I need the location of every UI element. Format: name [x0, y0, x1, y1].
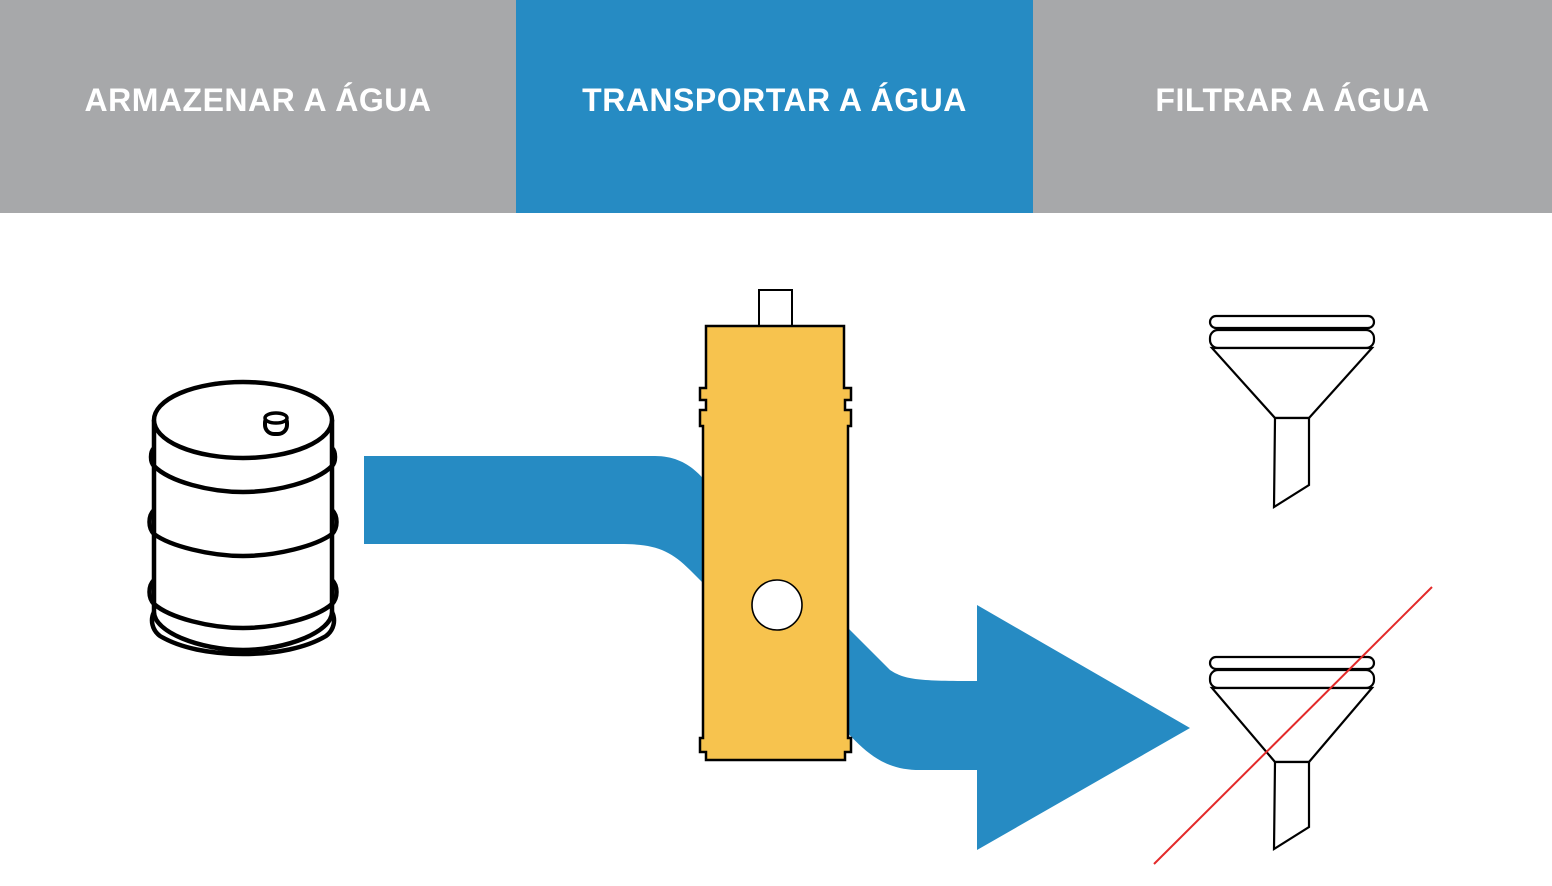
barrel-icon [147, 379, 339, 657]
tab-filter-water-label: FILTRAR A ÁGUA [1155, 82, 1430, 118]
tab-transport-water-label: TRANSPORTAR A ÁGUA [582, 82, 967, 118]
tab-transport-water[interactable]: TRANSPORTAR A ÁGUA [516, 0, 1033, 213]
tab-store-water[interactable]: ARMAZENAR A ÁGUA [0, 0, 516, 213]
tab-store-water-label: ARMAZENAR A ÁGUA [84, 82, 432, 118]
step-header: ARMAZENAR A ÁGUA TRANSPORTAR A ÁGUA FILT… [0, 0, 1552, 215]
cross-out-line [1153, 586, 1433, 865]
funnel-icon [1208, 314, 1376, 510]
tab-filter-water[interactable]: FILTRAR A ÁGUA [1033, 0, 1552, 213]
funnel-icon [1208, 655, 1376, 852]
water-container-icon [698, 289, 853, 762]
